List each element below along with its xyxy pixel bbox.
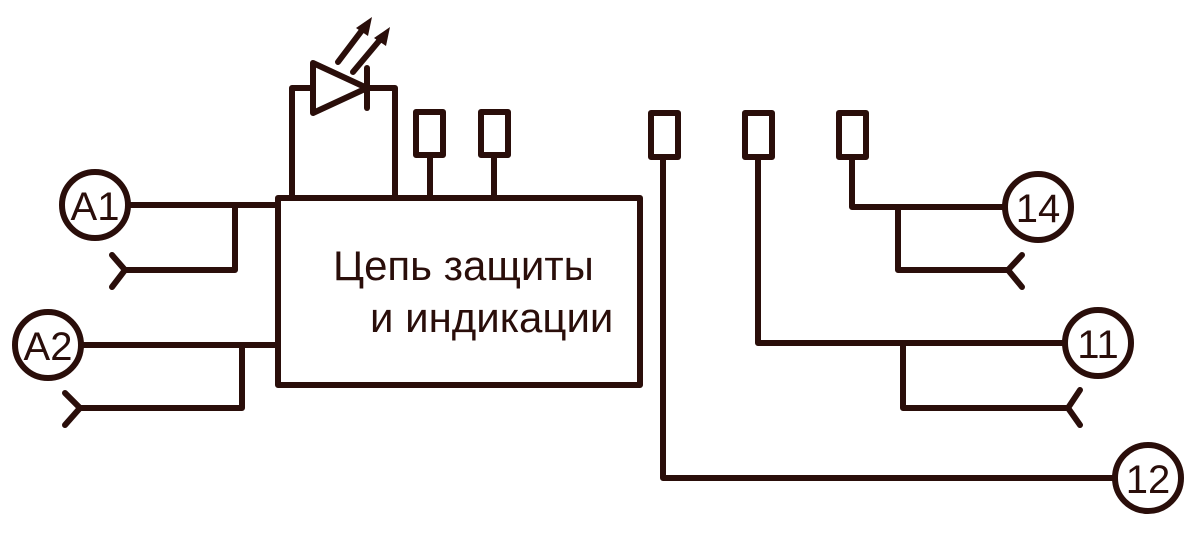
contact-1: [413, 109, 446, 201]
svg-text:12: 12: [1126, 458, 1171, 502]
block-caption-line1: Цепь защиты: [333, 242, 594, 289]
terminal-a1: A1: [59, 169, 281, 290]
led-icon: [289, 17, 398, 201]
contact-11: 11: [742, 110, 1134, 428]
protection-indication-block: [275, 195, 643, 388]
block-caption-line2: и индикации: [370, 294, 613, 341]
contact-12: 12: [648, 110, 1184, 514]
svg-text:A1: A1: [71, 185, 120, 229]
contact-14: 14: [836, 110, 1074, 290]
terminal-a2: A2: [12, 309, 281, 428]
svg-text:A2: A2: [24, 325, 73, 369]
svg-text:14: 14: [1016, 187, 1061, 231]
svg-text:11: 11: [1077, 323, 1119, 367]
contact-2: [478, 109, 511, 201]
